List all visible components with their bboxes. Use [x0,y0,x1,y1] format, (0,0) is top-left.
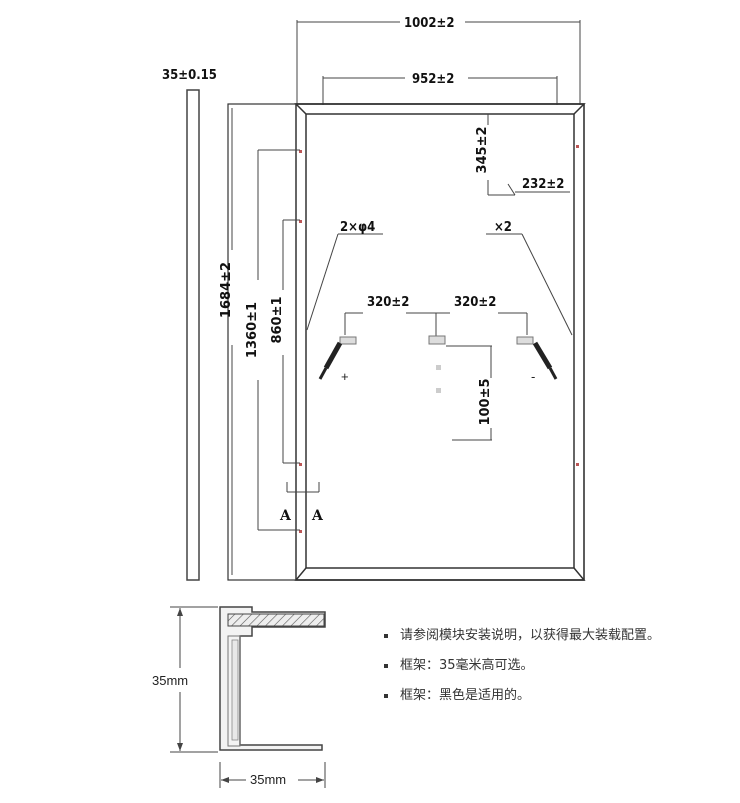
bullet-icon [384,634,388,638]
positive-terminal-label: + [341,369,349,384]
box-width-dimension: 232±2 [522,177,564,192]
leader-lines [306,233,573,336]
mounting-holes-label: 2×φ4 [340,220,375,235]
note-text: 框架：黑色是适用的。 [400,688,531,703]
panel-frame [227,103,586,581]
junction-box [428,335,446,393]
negative-terminal-label: - [531,369,535,384]
overall-width-dimension: 1002±2 [404,16,455,31]
mount-width-dimension: 952±2 [412,72,454,87]
thickness-dimension: 35±0.15 [162,68,217,83]
installation-notes: 请参阅模块安装说明，以获得最大装载配置。 框架：35毫米高可选。 框架：黑色是适… [384,626,734,716]
negative-connector [516,336,558,380]
note-text: 框架：35毫米高可选。 [400,658,534,673]
box-offset-dimension: 345±2 [475,126,490,173]
ground-height-dimension: 860±1 [270,296,285,343]
cable-drop-dimension: 100±5 [478,378,493,425]
cable-right-dimension: 320±2 [454,295,496,310]
profile-arrowheads [177,608,324,783]
note-text: 请参阅模块安装说明，以获得最大装载配置。 [400,628,661,643]
times-two-label: ×2 [494,220,512,235]
left-dimension-lines [231,108,320,575]
positive-connector [318,336,357,380]
cable-left-dimension: 320±2 [367,295,409,310]
frame-profile-section [219,606,326,751]
section-marker-left: A [279,508,292,524]
junction-box-dimension-lines [487,114,570,196]
cable-dimension-lines [344,312,528,441]
mount-height-dimension: 1360±1 [245,302,260,358]
note-item: 请参阅模块安装说明，以获得最大装载配置。 [384,626,734,656]
frame-hole-marks [299,145,579,533]
section-marker-right: A [311,508,324,524]
note-item: 框架：黑色是适用的。 [384,686,734,716]
overall-height-dimension: 1684±2 [219,262,234,318]
profile-height-label: 35mm [152,673,188,688]
note-item: 框架：35毫米高可选。 [384,656,734,686]
bullet-icon [384,664,388,668]
bullet-icon [384,694,388,698]
side-view [186,89,200,581]
profile-width-label: 35mm [250,772,286,787]
top-dimension-lines [296,20,581,105]
